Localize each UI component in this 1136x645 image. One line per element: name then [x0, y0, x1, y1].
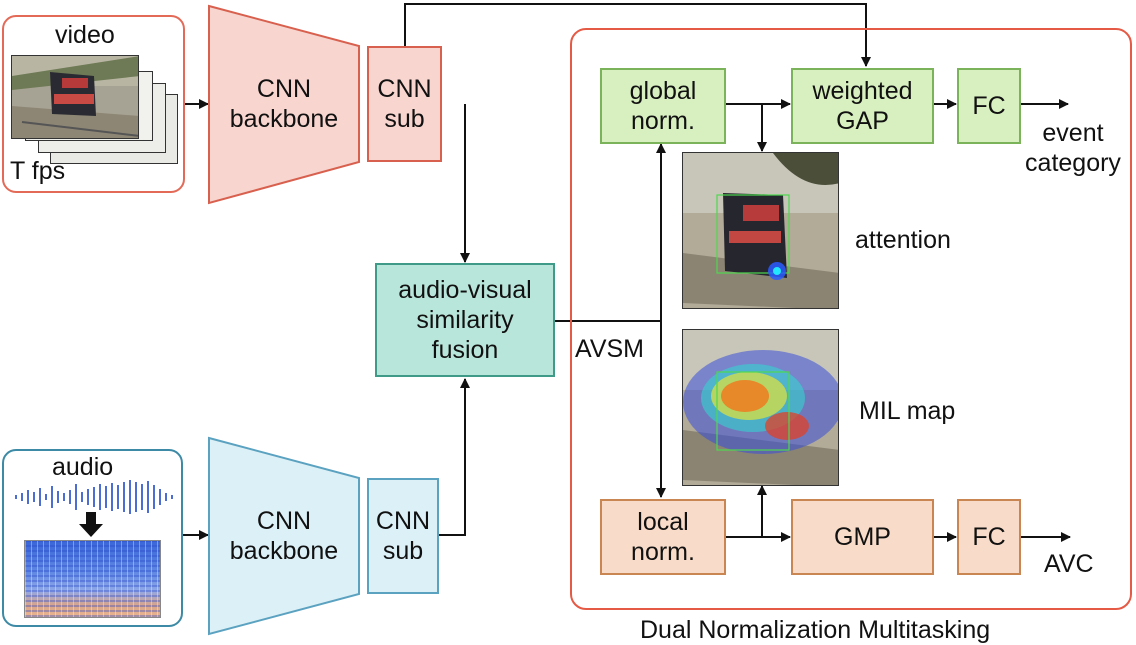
- down-arrow-icon: [79, 512, 103, 537]
- audio-input-frame: [2, 449, 183, 627]
- fps-label: T fps: [10, 157, 66, 185]
- video-label: video: [55, 21, 115, 49]
- attention-image: [682, 152, 839, 309]
- audio-label: audio: [52, 453, 114, 481]
- global-norm-box: global norm.: [600, 68, 726, 144]
- mil-map-image: [682, 329, 839, 486]
- gmp-box: GMP: [791, 499, 934, 575]
- avc-label: AVC: [1044, 550, 1094, 578]
- weighted-gap-box: weighted GAP: [791, 68, 934, 144]
- audio-backbone-shape: [208, 436, 360, 636]
- arrow-sub-to-gap: [404, 3, 871, 67]
- audio-visual-similarity-fusion: audio-visual similarity fusion: [375, 263, 555, 377]
- attention-label: attention: [855, 226, 951, 254]
- visual-backbone-shape: [208, 4, 360, 205]
- arrow-audiosub-to-fusion: [439, 378, 470, 536]
- dnm-frame: [570, 28, 1132, 610]
- avsm-label: AVSM: [575, 335, 644, 363]
- spectrogram-image: [24, 540, 161, 618]
- visual-cnn-sub: CNN sub: [367, 46, 442, 162]
- mil-map-label: MIL map: [859, 397, 956, 425]
- local-norm-box: local norm.: [600, 499, 726, 575]
- audio-cnn-sub: CNN sub: [367, 478, 439, 594]
- dnm-title: Dual Normalization Multitasking: [640, 616, 991, 644]
- fc-bottom-box: FC: [957, 499, 1021, 575]
- audio-waveform-image: [15, 480, 173, 514]
- video-frame-image: [11, 55, 139, 139]
- video-input-frame: [2, 15, 185, 193]
- fc-top-box: FC: [957, 68, 1021, 144]
- audio-cnn-backbone: CNN backbone: [229, 507, 339, 565]
- event-category-label: event category: [1025, 119, 1121, 177]
- visual-cnn-backbone: CNN backbone: [229, 75, 339, 133]
